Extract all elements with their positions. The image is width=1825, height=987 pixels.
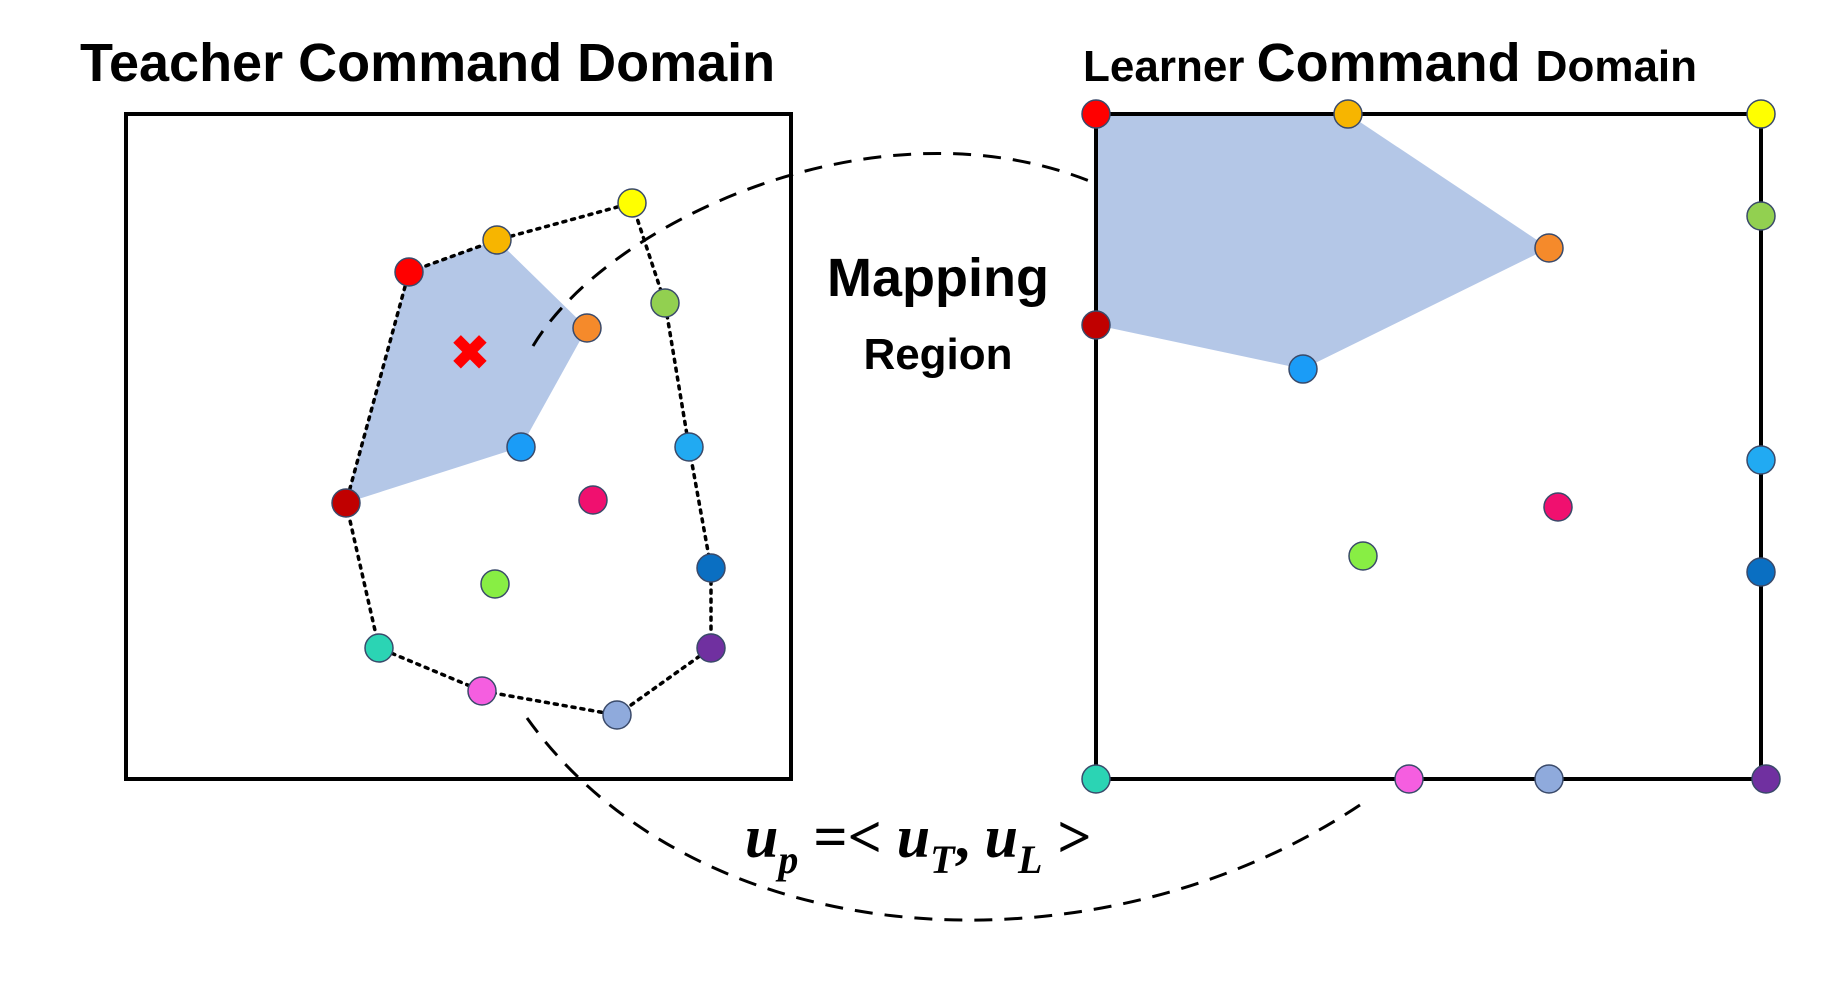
learner-point-orange (1534, 233, 1564, 263)
teacher-point-dodger-blue (506, 432, 536, 462)
learner-point-crimson (1081, 310, 1111, 340)
teacher-mapping-region (346, 240, 587, 503)
teacher-point-crimson (331, 488, 361, 518)
sample-marker-x: ✖ (449, 324, 491, 382)
region-label: Region (863, 330, 1012, 379)
teacher-points (331, 188, 726, 730)
learner-point-steel-blue (1746, 557, 1776, 587)
command-title-word: Command (1257, 33, 1536, 93)
eq-up-sub: p (775, 837, 798, 882)
teacher-point-amber (482, 225, 512, 255)
eq-ul-var: u (985, 804, 1018, 870)
eq-close: > (1042, 804, 1091, 870)
upper-mapping-curve (531, 152, 1202, 347)
teacher-point-light-green (480, 569, 510, 599)
teacher-point-yellow (617, 188, 647, 218)
learner-point-olive-green (1746, 201, 1776, 231)
learner-mapping-region (1096, 114, 1549, 369)
teacher-point-steel-blue (696, 553, 726, 583)
learner-point-sky-blue (1746, 445, 1776, 475)
learner-point-light-green (1348, 541, 1378, 571)
learner-point-yellow (1746, 99, 1776, 129)
learner-title-word: Learner (1083, 42, 1257, 91)
eq-up-var: u (745, 804, 778, 870)
teacher-point-pink (578, 485, 608, 515)
teacher-domain-box (124, 112, 793, 781)
learner-point-periwinkle (1534, 764, 1564, 794)
teacher-domain-title: Teacher Command Domain (80, 33, 775, 93)
eq-ut-sub: T (930, 837, 956, 882)
learner-point-amber (1333, 99, 1363, 129)
learner-point-teal (1081, 764, 1111, 794)
teacher-point-sky-blue (674, 432, 704, 462)
learner-point-purple (1751, 764, 1781, 794)
eq-ut-var: u (897, 804, 930, 870)
teacher-point-red (394, 257, 424, 287)
teacher-point-orange (572, 313, 602, 343)
learner-points (1081, 99, 1781, 794)
mapping-label: Mapping (827, 248, 1049, 308)
lower-mapping-curve (525, 717, 1364, 922)
domain-title-word: Domain (1536, 42, 1697, 91)
eq-open: =< (798, 804, 896, 870)
learner-point-dodger-blue (1288, 354, 1318, 384)
learner-domain-title: Learner Command Domain (1083, 33, 1697, 93)
teacher-point-teal (364, 633, 394, 663)
pair-equation: up =< uT, uL > (745, 804, 1092, 882)
learner-point-magenta (1394, 764, 1424, 794)
eq-comma: , (955, 804, 985, 870)
teacher-point-purple (696, 633, 726, 663)
eq-ul-sub: L (1017, 837, 1042, 882)
learner-point-red (1081, 99, 1111, 129)
teacher-point-magenta (467, 676, 497, 706)
teacher-point-olive-green (650, 288, 680, 318)
teacher-point-periwinkle (602, 700, 632, 730)
teacher-convex-hull (344, 200, 713, 717)
learner-point-pink (1543, 492, 1573, 522)
